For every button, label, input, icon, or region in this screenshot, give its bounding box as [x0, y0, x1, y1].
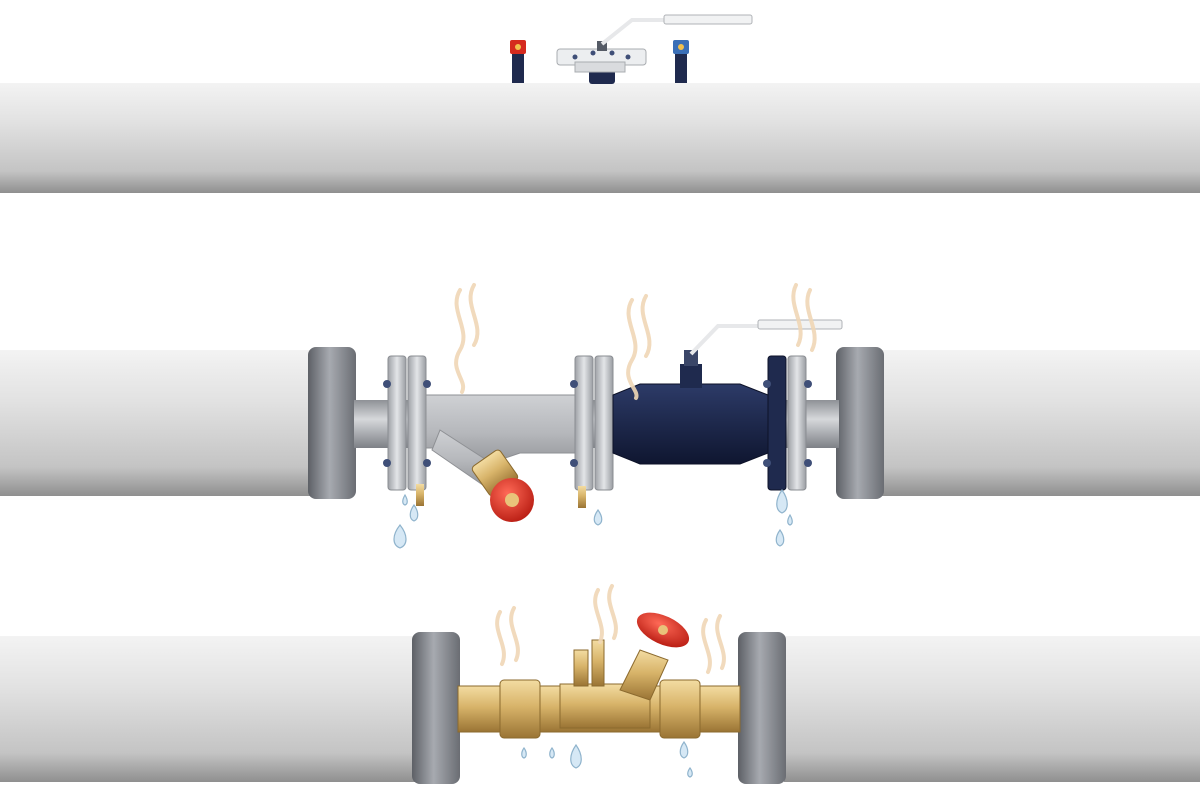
lever-handle [600, 18, 666, 46]
test-point-red [510, 40, 526, 83]
heat-wisps [454, 283, 817, 674]
pipeline-uninsulated-steel-valves [0, 319, 1200, 522]
insulation-jacket [0, 83, 1200, 193]
end-cap-right [836, 347, 884, 499]
end-cap-left [412, 632, 460, 784]
y-strainer [416, 394, 576, 522]
insulation-left [0, 350, 312, 496]
pipeline-uninsulated-brass-valve [0, 612, 1200, 784]
insulation-left [0, 636, 418, 782]
test-point-brass [573, 639, 605, 687]
test-point-blue [673, 40, 689, 83]
insulation-right [880, 350, 1200, 496]
end-cap-right [738, 632, 786, 784]
insulation-right [784, 636, 1200, 782]
end-cap-left [308, 347, 356, 499]
lever-handle [689, 324, 760, 356]
handwheel [636, 612, 690, 648]
flange-pair-right [763, 355, 812, 491]
flange-pair-left [383, 355, 431, 491]
pipeline-insulated-full [0, 14, 1200, 193]
flange-pair-middle [570, 355, 614, 508]
balancing-valve [457, 612, 741, 739]
ball-valve-top [556, 14, 753, 84]
strainer-drain-brass [471, 449, 534, 522]
water-droplets [393, 488, 793, 778]
